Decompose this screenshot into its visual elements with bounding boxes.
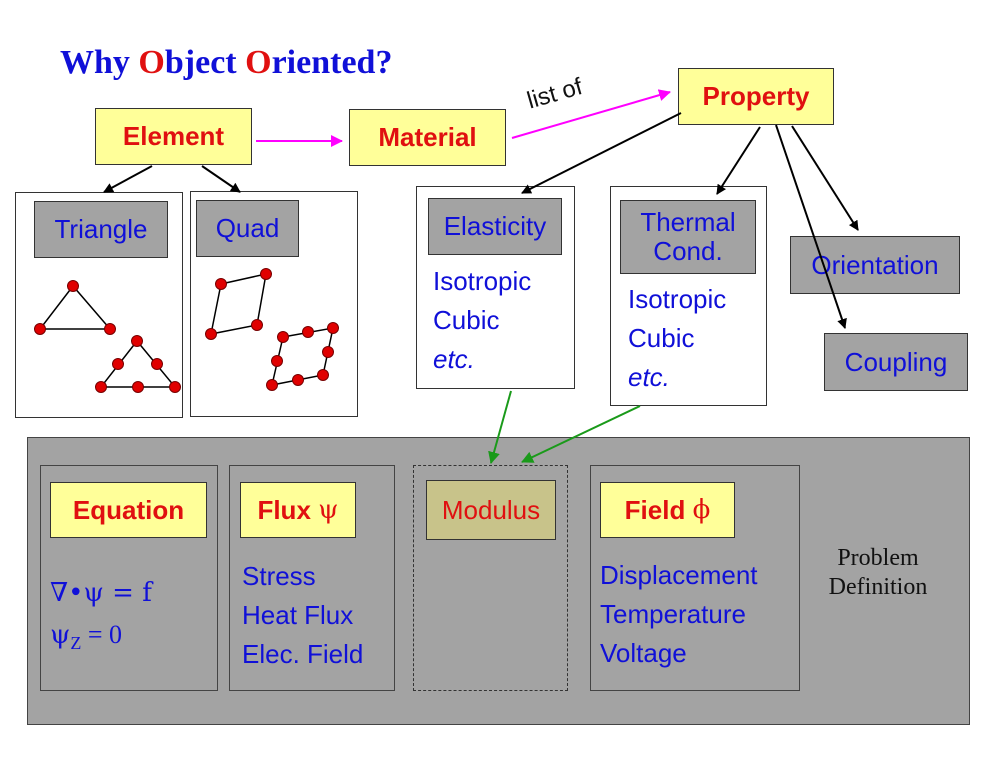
material-class-box: Material [349,109,506,166]
thermal-etc: etc. [628,362,670,392]
property-to-coupling-arrow [775,124,847,329]
element-class-box: Element [95,108,252,165]
property-to-elasticity-arrow [521,112,682,194]
quad-label: Quad [196,200,299,257]
elasticity-etc: etc. [433,344,475,374]
flux-item-heat-flux: Heat Flux [242,600,354,630]
quadratic-triangle-nodes [95,335,181,393]
property-class-box: Property [678,68,834,125]
thermal-isotropic: Isotropic [628,284,727,314]
thermal-label: Thermal Cond. [620,200,756,274]
flux-item-elec-field: Elec. Field [242,639,364,669]
problem-definition-label: Problem Definition [828,545,928,600]
linear-triangle-nodes [34,280,116,335]
element-to-triangle-arrow [103,165,153,193]
element-to-quad-arrow [201,165,241,193]
equation-divergence: ∇•ψ = f [50,578,152,608]
property-to-thermal-arrow [716,126,761,195]
field-label: Field ϕ [600,482,735,538]
field-item-temperature: Temperature [600,599,746,629]
thermal-cubic: Cubic [628,323,695,353]
material-to-property-arrow [511,89,671,139]
coupling-box: Coupling [824,333,968,391]
field-item-displacement: Displacement [600,560,758,590]
flux-label: Flux ψ [240,482,356,538]
property-to-orientation-arrow [791,125,859,231]
elasticity-label: Elasticity [428,198,562,255]
elasticity-to-modulus-arrow [488,390,512,464]
equation-boundary: ψZ = 0 [50,620,123,654]
flux-item-stress: Stress [242,561,316,591]
field-item-voltage: Voltage [600,638,687,668]
elasticity-isotropic: Isotropic [433,266,532,296]
thermal-to-modulus-arrow [521,405,641,463]
triangle-label: Triangle [34,201,168,258]
linear-triangle-shape [38,284,112,330]
quadratic-quad-nodes [266,322,339,391]
modulus-label: Modulus [426,480,556,540]
equation-label: Equation [50,482,207,538]
linear-quad-nodes [205,268,272,340]
diagram-title: Why Object Oriented? [60,44,393,81]
orientation-box: Orientation [790,236,960,294]
elasticity-cubic: Cubic [433,305,500,335]
